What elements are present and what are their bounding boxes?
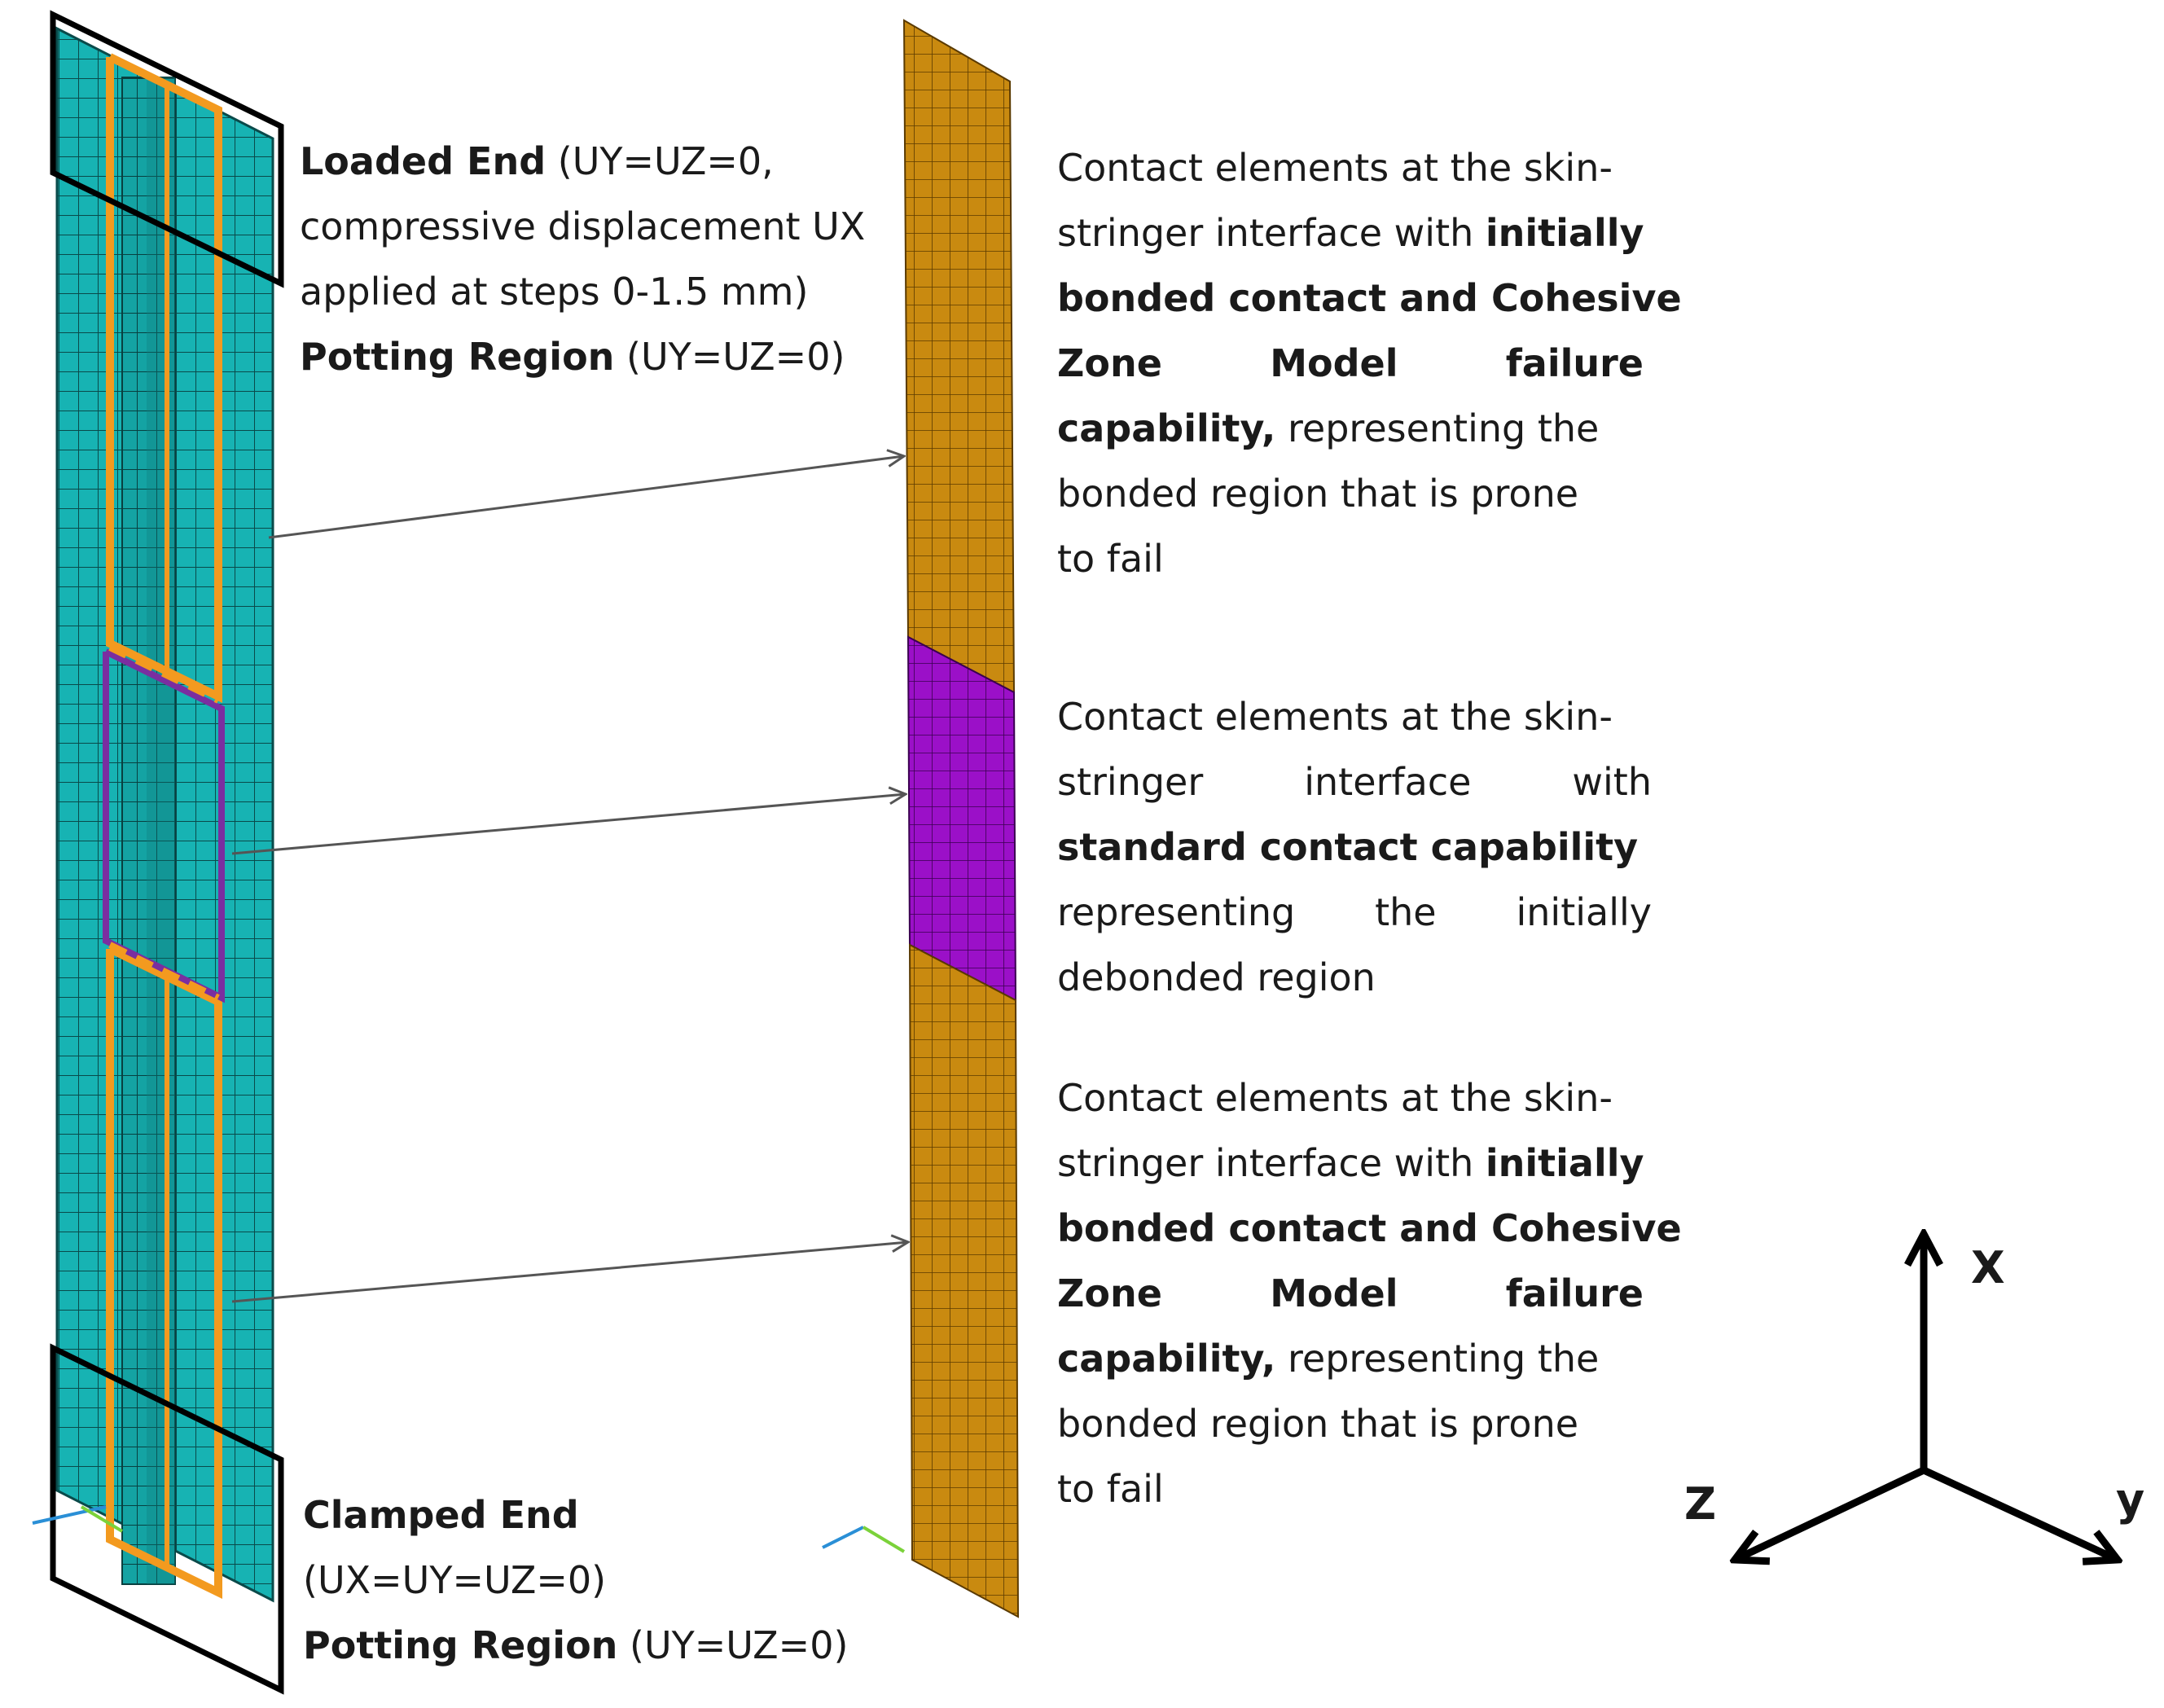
stringer-web-shade bbox=[147, 77, 175, 1584]
arrow-top bbox=[268, 456, 904, 539]
arrow-bottom bbox=[231, 1242, 908, 1303]
axis-z bbox=[1735, 1466, 1925, 1560]
debond-frame-dash-bottom bbox=[108, 942, 220, 1001]
ansys-triad-icon-2 bbox=[822, 1526, 906, 1553]
axis-y-label: y bbox=[2116, 1474, 2145, 1526]
axis-x-label: X bbox=[1971, 1242, 2005, 1293]
clamped-end-label: Clamped End (UX=UY=UZ=0) Potting Region … bbox=[303, 1493, 849, 1667]
contact-strip-debond bbox=[906, 635, 1017, 1002]
description-middle: Contact elements at the skin- stringer i… bbox=[1057, 695, 1652, 999]
ansys-triad-icon bbox=[32, 1505, 124, 1533]
contact-strip bbox=[822, 19, 1020, 1618]
axis-y bbox=[1922, 1466, 2118, 1560]
arrow-middle bbox=[231, 794, 906, 855]
clamped-end-box bbox=[50, 1343, 284, 1695]
axis-z-label: Z bbox=[1684, 1478, 1717, 1530]
debond-frame bbox=[103, 648, 225, 1003]
loaded-end-label: Loaded End (UY=UZ=0, compressive displac… bbox=[300, 139, 866, 379]
coordinate-axes bbox=[1735, 1234, 2118, 1560]
description-bottom: Contact elements at the skin- stringer i… bbox=[1057, 1076, 1682, 1511]
debond-frame-dash-top bbox=[108, 644, 220, 704]
description-top: Contact elements at the skin- stringer i… bbox=[1057, 146, 1682, 581]
contact-strip-top bbox=[902, 19, 1016, 694]
loaded-end-box bbox=[50, 10, 284, 288]
contact-strip-bottom bbox=[908, 943, 1020, 1618]
skin-stringer-model bbox=[32, 10, 284, 1695]
stringer-frame-bottom bbox=[106, 945, 222, 1600]
stringer-frame-top bbox=[106, 53, 222, 704]
